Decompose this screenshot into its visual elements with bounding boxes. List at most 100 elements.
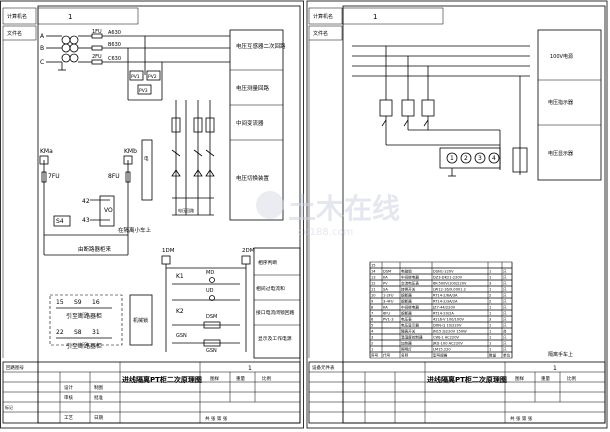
table-cell: 1 bbox=[489, 270, 491, 274]
terminal-circles: 1 2 3 4 bbox=[439, 147, 528, 177]
right-hdr-value1: 1 bbox=[373, 13, 377, 21]
terminal-3: 3 bbox=[478, 155, 482, 162]
mech-lock-box: 机械锁 bbox=[133, 317, 148, 324]
table-cell: 电磁锁 bbox=[401, 269, 412, 274]
sub2-b: S8 bbox=[74, 329, 82, 336]
left-tb-design: 设计 bbox=[64, 384, 73, 391]
km-b-label: KMb bbox=[124, 148, 137, 155]
table-cell: 照明灯 bbox=[401, 347, 412, 352]
table-cell: 电压表 bbox=[401, 317, 412, 322]
sub1-c: 16 bbox=[92, 299, 100, 306]
table-cell: 隔离开关 bbox=[401, 329, 416, 334]
table-row bbox=[369, 261, 513, 269]
vt-box-label: 电压回路 bbox=[178, 207, 194, 213]
phase-c-label: C bbox=[40, 59, 44, 66]
sub2-a: 22 bbox=[56, 329, 64, 336]
table-cell: DXN-Q 10/220V bbox=[433, 324, 462, 328]
right-tb-scale: 比例 bbox=[567, 375, 576, 382]
contact-ud: UD bbox=[206, 288, 214, 294]
table-cell: 1 bbox=[489, 312, 491, 316]
table-cell: 10 bbox=[371, 294, 376, 298]
sub1-b: S9 bbox=[74, 299, 82, 306]
left-tb-sheet: 共 张 第 张 bbox=[205, 415, 228, 422]
table-cell: 只 bbox=[503, 270, 507, 274]
panel-100v: 100V电源 bbox=[550, 53, 573, 60]
meter-pv1: PV1 bbox=[131, 74, 140, 80]
km-a-label: KMa bbox=[40, 148, 53, 155]
relay-43: 43 bbox=[82, 217, 90, 224]
left-tb-date: 日期 bbox=[94, 415, 103, 421]
left-tb-number: 1 bbox=[248, 365, 252, 372]
watermark-sub: co188.com bbox=[298, 227, 353, 238]
func-box-switch: 电压切换装置 bbox=[236, 174, 270, 182]
left-tb-title: 进线隔离PT柜二次原理图 bbox=[122, 375, 202, 384]
table-cell: 1 bbox=[371, 348, 373, 352]
table-cell: 只 bbox=[503, 324, 507, 328]
table-cell: 12 bbox=[371, 282, 376, 286]
meter-pv3: PV3 bbox=[139, 88, 148, 94]
phase-b-label: B bbox=[40, 45, 44, 52]
right-title-block: 设备元件表 进线隔离PT柜二次原理图 图样 重量 比例 共 张 第 张 1 bbox=[308, 361, 606, 424]
left-hdr-label1: 计算机名 bbox=[7, 13, 27, 20]
table-cell: 2 bbox=[371, 342, 373, 346]
table-cell: 1 bbox=[489, 330, 491, 334]
right-tb-title: 进线隔离PT柜二次原理图 bbox=[427, 375, 507, 384]
table-cell: 只 bbox=[503, 348, 507, 352]
control-circuit: KMa KMb 7FU 8FU 电 42 43 S4 VO 在隔离小车上 由断路… bbox=[39, 139, 153, 256]
table-cell: 1 bbox=[489, 306, 491, 310]
table-cell: 13 bbox=[371, 276, 376, 280]
table-cell: 6FU bbox=[383, 312, 390, 316]
table-cell: 只 bbox=[503, 294, 507, 298]
table-cell: 交流电压表 bbox=[401, 281, 419, 286]
voltmeter-group: PV1 PV2 PV3 bbox=[127, 36, 163, 101]
table-cell: 型号规格 bbox=[433, 353, 448, 358]
table-cell: 转换开关 bbox=[401, 287, 416, 292]
terminal-2: 2 bbox=[464, 155, 468, 162]
table-cell: KA bbox=[383, 306, 388, 310]
table-cell: 只 bbox=[503, 282, 507, 286]
table-cell: 只 bbox=[503, 312, 507, 316]
table-cell: 9 bbox=[371, 300, 374, 304]
table-cell: 温湿度控制器 bbox=[401, 335, 423, 340]
table-cell: 熔断器 bbox=[401, 311, 412, 316]
function-boxes: 电压互感器二次回路 电压测量回路 中间变流器 电压切换装置 bbox=[229, 29, 286, 221]
table-cell: LW12-16/9.0001.2 bbox=[433, 288, 466, 292]
box-interlock: 接口电流闭锁回路 bbox=[256, 309, 295, 316]
table-cell: CWJ-1 AC220V bbox=[433, 336, 459, 340]
fuse-1fu-label: 1FU bbox=[92, 29, 102, 35]
lower-control: 1DM 2DM K1 K2 MD UD DSM GSN GSN bbox=[161, 247, 301, 359]
table-cell: JN15 JS220V 150W bbox=[432, 330, 467, 334]
contact-gsn: GSN bbox=[176, 333, 187, 339]
brake-circuit-vert: 电 bbox=[144, 155, 149, 162]
fuse-8fu: 8FU bbox=[108, 173, 120, 180]
left-title-block: 回路图号 进线隔离PT柜二次原理图 图样 重量 比例 共 张 第 张 1 标记 … bbox=[2, 361, 301, 424]
func-box-vt-secondary: 电压互感器二次回路 bbox=[236, 42, 286, 50]
table-cell: SA bbox=[383, 288, 388, 292]
rail-2dm: 2DM bbox=[242, 248, 255, 254]
table-cell: RT14-2/6A/3A bbox=[433, 294, 458, 298]
table-cell: KA bbox=[383, 276, 388, 280]
fuse-7fu: 7FU bbox=[48, 173, 60, 180]
table-cell: 只 bbox=[503, 276, 507, 280]
table-cell: PV1-3 bbox=[383, 318, 394, 322]
terminal-4: 4 bbox=[492, 155, 496, 162]
left-tb-scale: 比例 bbox=[262, 375, 271, 382]
table-cell: DSM bbox=[383, 270, 391, 274]
k2-label: K2 bbox=[176, 308, 184, 315]
table-cell: 4 bbox=[371, 330, 374, 334]
table-cell: 台 bbox=[503, 329, 507, 334]
right-tb-weight: 重量 bbox=[541, 375, 550, 382]
contact-dsm: DSM bbox=[206, 314, 217, 320]
table-cell: 11 bbox=[371, 288, 376, 292]
sub2-c: 31 bbox=[92, 329, 100, 336]
left-tb-draw: 制图 bbox=[94, 384, 103, 391]
table-cell: 单位 bbox=[503, 353, 511, 358]
table-cell: 1 bbox=[489, 288, 491, 292]
fuse-2fu-label: 2FU bbox=[92, 54, 102, 60]
table-cell: DZ3-DK21-220V bbox=[433, 276, 463, 280]
left-sheet: 计算机名 1 文件名 A B C 1FU 2FU bbox=[0, 0, 304, 429]
right-tb-label: 设备元件表 bbox=[312, 364, 335, 371]
table-cell: PV bbox=[383, 282, 388, 286]
